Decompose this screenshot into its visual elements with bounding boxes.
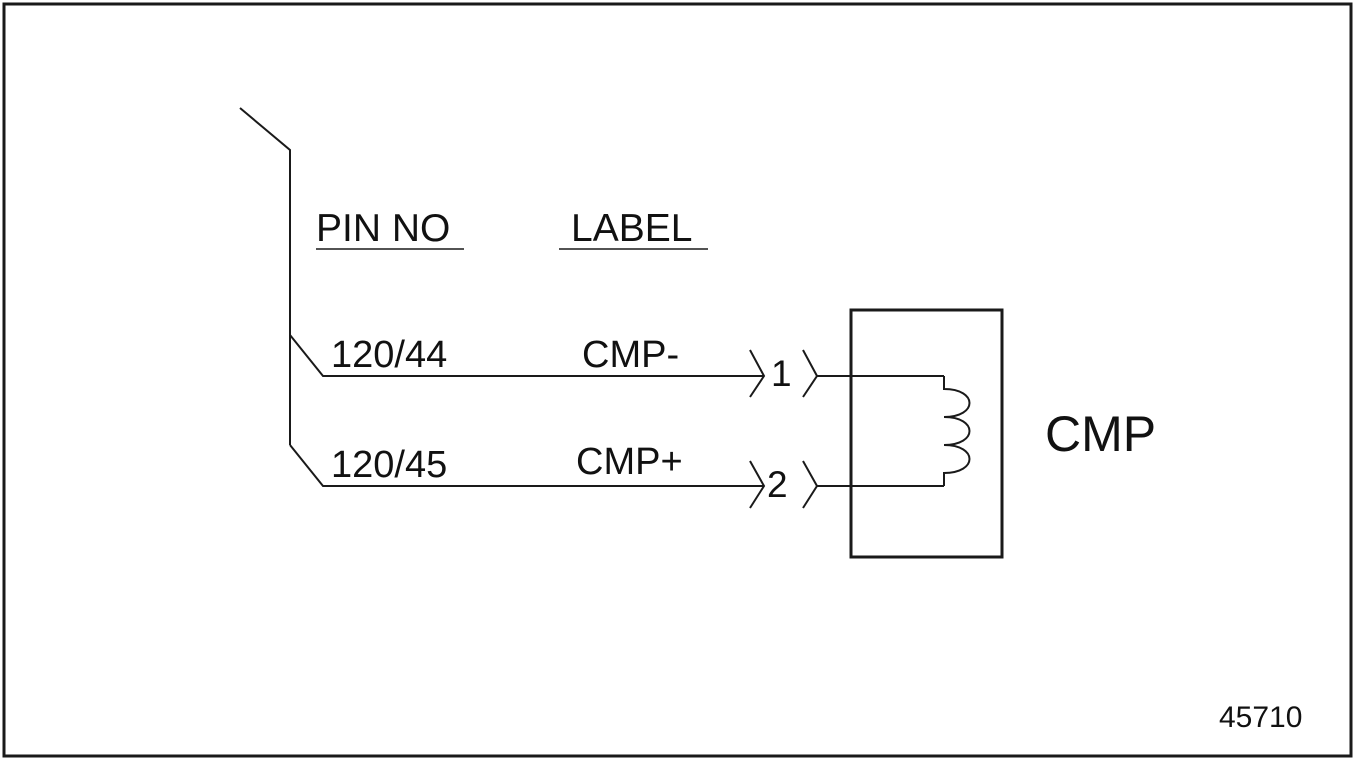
wire-row-1: 120/44 CMP- 1 (289, 334, 944, 398)
component-box (849, 308, 1004, 559)
wire-2-plug-chevron (749, 460, 766, 509)
component-name: CMP (1045, 406, 1156, 462)
wire-row-2: 120/45 CMP+ 2 (289, 441, 944, 509)
wire-1-label: CMP- (582, 334, 679, 376)
label-header: LABEL (571, 207, 692, 250)
coil-icon (943, 376, 971, 486)
wire-2-branch (289, 444, 764, 487)
wire-1-socket-chevron (802, 349, 819, 398)
wire-2-socket-chevron (802, 460, 819, 509)
wire-2-label: CMP+ (576, 441, 683, 483)
wire-1-plug-chevron (749, 349, 766, 398)
wire-1-terminal: 1 (771, 353, 792, 394)
wire-1-pin: 120/44 (331, 334, 447, 376)
harness-trunk (239, 107, 291, 445)
wire-1-branch (289, 334, 764, 377)
pin-no-header: PIN NO (316, 207, 450, 250)
figure-number: 45710 (1219, 701, 1302, 734)
wire-2-terminal: 2 (767, 464, 788, 505)
wire-2-pin: 120/45 (331, 444, 447, 486)
